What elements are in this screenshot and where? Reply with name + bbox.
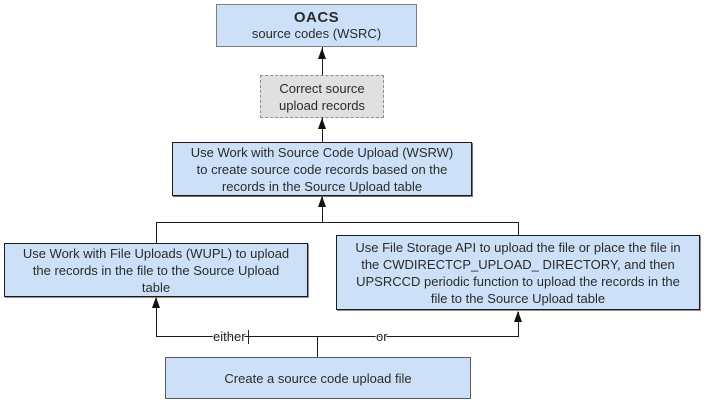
node-file-storage-api: Use File Storage API to upload the file … (336, 235, 700, 310)
connector-mid-vertical (322, 197, 323, 222)
node-correct-upload-records: Correct source upload records (260, 75, 384, 118)
connector-up-left (156, 298, 157, 336)
connector-create-vertical (317, 336, 318, 357)
node-create-upload-file: Create a source code upload file (165, 357, 471, 399)
connector-up-right (518, 312, 519, 336)
node-wupl: Use Work with File Uploads (WUPL) to upl… (4, 243, 308, 297)
edge-label-either-text: either (213, 329, 246, 344)
connector-correct-to-oacs (322, 47, 323, 75)
connector-bottom-horizontal (156, 336, 519, 337)
oacs-title: OACS (293, 8, 340, 26)
arrow-up-icon (318, 118, 326, 129)
connector-wsrw-to-correct (322, 117, 323, 142)
connector-drop-right (518, 222, 519, 235)
edge-label-either: either (213, 329, 249, 344)
arrow-up-icon (318, 48, 326, 59)
connector-mid-horizontal (156, 222, 519, 223)
node-oacs: OACS source codes (WSRC) (216, 4, 417, 47)
text-caret (247, 330, 249, 344)
oacs-subtitle: source codes (WSRC) (251, 25, 382, 41)
edge-label-or: or (376, 329, 388, 344)
node-wsrw: Use Work with Source Code Upload (WSRW) … (172, 142, 472, 196)
connector-drop-left (156, 222, 157, 243)
